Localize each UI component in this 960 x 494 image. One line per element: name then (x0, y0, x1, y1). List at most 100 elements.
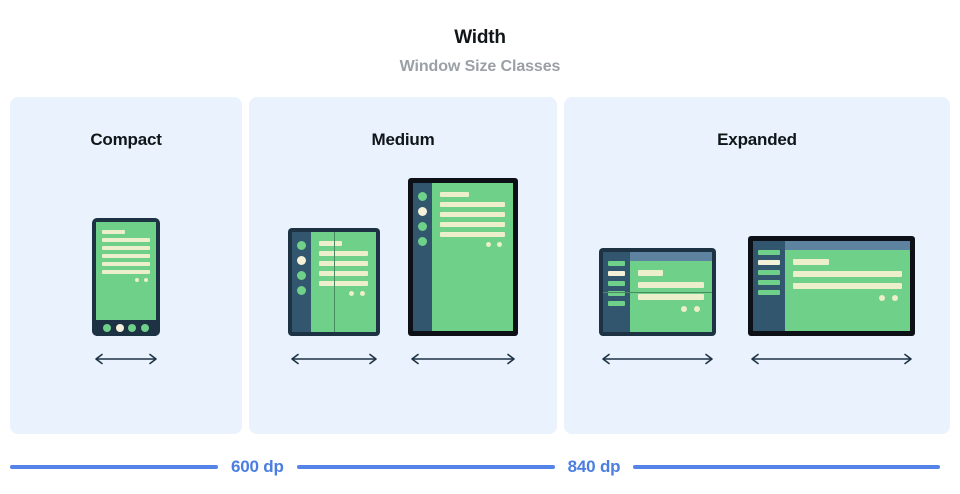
nav-dot[interactable] (140, 324, 149, 332)
content-line (319, 251, 368, 256)
nav-dot[interactable] (103, 324, 112, 332)
scale-segment (10, 465, 218, 469)
content-dots (638, 306, 704, 312)
content-line (102, 238, 150, 242)
content-dot (349, 291, 354, 296)
rail-dot-active[interactable] (297, 256, 306, 265)
content-line (793, 259, 829, 265)
content-line (638, 282, 704, 288)
content-dot (486, 242, 491, 247)
breakpoint-label-840: 840 dp (567, 457, 621, 476)
panel-compact[interactable]: Compact (10, 97, 242, 434)
content-line (440, 212, 505, 217)
panel-title-medium: Medium (371, 130, 435, 149)
tablet-portrait-screen (413, 183, 513, 331)
content-line (319, 281, 368, 286)
panel-title-expanded: Expanded (717, 130, 797, 149)
navigation-rail[interactable] (413, 183, 432, 331)
width-arrow-foldable-landscape (599, 352, 716, 366)
device-foldable-landscape[interactable] (599, 248, 716, 366)
content-line (793, 283, 902, 289)
content-dots (793, 295, 902, 301)
content-area (785, 241, 910, 331)
header: Width Window Size Classes (0, 0, 960, 78)
content-dots (102, 278, 150, 282)
drawer-item[interactable] (758, 290, 780, 295)
panel-medium[interactable]: Medium (249, 97, 557, 434)
content-body (630, 261, 712, 312)
content-line (102, 230, 126, 234)
content-dot (694, 306, 700, 312)
drawer-item[interactable] (608, 291, 625, 296)
rail-dot[interactable] (418, 237, 427, 246)
rail-dot[interactable] (418, 222, 427, 231)
content-line (440, 192, 469, 197)
breakpoint-scale: 600 dp 840 dp (10, 455, 950, 479)
navigation-rail[interactable] (292, 232, 311, 332)
bottom-navigation-bar[interactable] (96, 320, 156, 336)
content-line (102, 246, 150, 250)
drawer-item[interactable] (608, 301, 625, 306)
content-area (311, 232, 376, 332)
nav-dot[interactable] (128, 324, 137, 332)
device-tablet-portrait[interactable] (408, 178, 518, 366)
width-arrow-phone (92, 352, 160, 366)
drawer-item-active[interactable] (758, 260, 780, 265)
device-group-medium (249, 167, 557, 434)
top-app-bar (785, 241, 910, 250)
content-line (319, 271, 368, 276)
top-app-bar (630, 252, 712, 261)
content-line (102, 262, 150, 266)
width-arrow-tablet-landscape (748, 352, 915, 366)
device-group-expanded (564, 167, 950, 434)
drawer-item[interactable] (758, 280, 780, 285)
device-phone[interactable] (92, 218, 160, 366)
width-arrow-foldable-portrait (288, 352, 380, 366)
content-dot (144, 278, 148, 282)
rail-dot[interactable] (297, 271, 306, 280)
page-subtitle: Window Size Classes (399, 58, 561, 75)
content-dot (892, 295, 898, 301)
page-title: Width (454, 27, 506, 48)
size-class-panels: Compact (10, 97, 950, 434)
drawer-item[interactable] (758, 250, 780, 255)
content-line (793, 271, 902, 277)
drawer-item-active[interactable] (608, 271, 625, 276)
navigation-drawer[interactable] (753, 241, 785, 331)
rail-dot-active[interactable] (418, 207, 427, 216)
content-line (319, 241, 342, 246)
content-line (638, 270, 664, 276)
content-area (432, 183, 513, 331)
content-line (440, 222, 505, 227)
tablet-portrait-body (408, 178, 518, 336)
rail-dot[interactable] (297, 241, 306, 250)
fold-line-horizontal (603, 292, 712, 293)
content-line (319, 261, 368, 266)
rail-dot[interactable] (418, 192, 427, 201)
content-line (440, 232, 505, 237)
device-foldable-portrait[interactable] (288, 228, 380, 366)
scale-segment (633, 465, 941, 469)
scale-segment (296, 465, 555, 469)
breakpoint-label-600: 600 dp (231, 457, 284, 476)
foldable-landscape-screen (603, 252, 712, 332)
nav-dot-active[interactable] (115, 324, 124, 332)
content-dot (135, 278, 139, 282)
content-dot (360, 291, 365, 296)
content-body (785, 250, 910, 301)
content-line (638, 294, 704, 300)
content-line (102, 270, 150, 274)
rail-dot[interactable] (297, 286, 306, 295)
panel-title-compact: Compact (90, 130, 162, 149)
foldable-landscape-body (599, 248, 716, 336)
device-tablet-landscape[interactable] (748, 236, 915, 366)
content-dots (319, 291, 368, 296)
panel-expanded[interactable]: Expanded (564, 97, 950, 434)
content-line (102, 254, 150, 258)
phone-screen (96, 222, 156, 320)
content-dot (879, 295, 885, 301)
drawer-item[interactable] (608, 281, 625, 286)
tablet-landscape-body (748, 236, 915, 336)
drawer-item[interactable] (608, 261, 625, 266)
drawer-item[interactable] (758, 270, 780, 275)
